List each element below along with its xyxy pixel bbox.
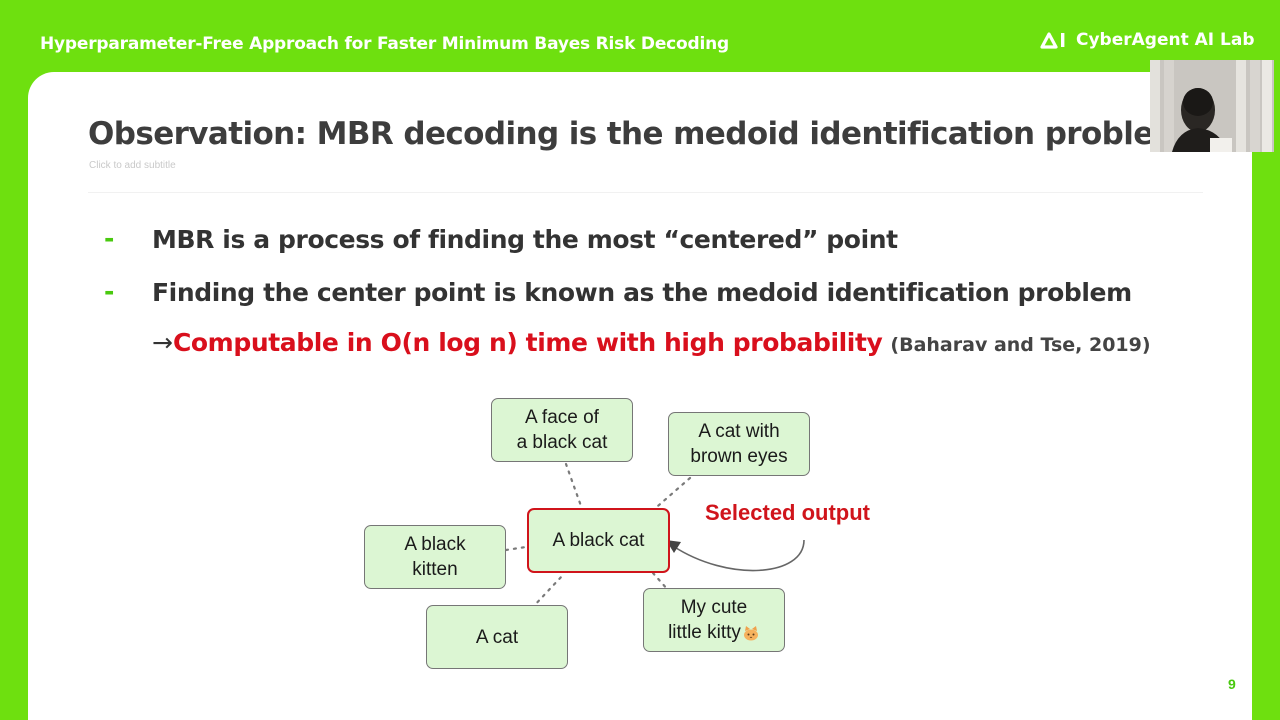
right-arrow-icon: →: [152, 328, 173, 357]
cyberagent-ai-logo-icon: [1040, 31, 1070, 49]
slide-title[interactable]: Observation: MBR decoding is the medoid …: [88, 116, 1186, 152]
node-text: A cat: [475, 626, 519, 648]
complexity-highlight-line: →Computable in O(n log n) time with high…: [152, 328, 1151, 357]
node-text: brown eyes: [690, 446, 788, 467]
cat-emoji-icon: [743, 625, 758, 641]
speaker-webcam-video: [1150, 60, 1274, 152]
bullet-text: Finding the center point is known as the…: [152, 278, 1132, 307]
complexity-statement: Computable in O(n log n) time with high …: [172, 328, 883, 357]
connector-kitten: [504, 545, 528, 552]
slide-canvas: Observation: MBR decoding is the medoid …: [28, 72, 1252, 720]
medoid-diagram-connectors: [504, 462, 805, 610]
node-text: kitten: [412, 559, 458, 580]
logo-text: CyberAgent AI Lab: [1076, 30, 1255, 50]
candidate-node-a-cat: A cat: [426, 605, 568, 669]
speaker-silhouette: [1172, 88, 1232, 152]
node-text: A black: [404, 534, 466, 555]
connector-face: [564, 462, 583, 508]
node-text: A black cat: [552, 530, 645, 551]
node-text: My cute: [680, 597, 748, 618]
node-text: A face of: [525, 407, 599, 428]
title-divider: [88, 192, 1203, 193]
node-text: a black cat: [516, 432, 608, 453]
page-number: 9: [1228, 676, 1236, 692]
connector-a-cat: [530, 573, 565, 610]
presentation-title: Hyperparameter-Free Approach for Faster …: [40, 34, 729, 54]
selected-node-black-cat: A black cat: [527, 508, 670, 573]
selected-arrow: [672, 539, 805, 572]
subtitle-placeholder[interactable]: Click to add subtitle: [89, 160, 176, 171]
bullet-marker: -: [104, 277, 115, 306]
connector-brown-eyes: [649, 476, 692, 514]
selected-output-label: Selected output: [705, 500, 871, 525]
node-text: little kitty: [668, 622, 741, 643]
candidate-node-brown-eyes: A cat with brown eyes: [668, 412, 810, 476]
bullet-text: MBR is a process of finding the most “ce…: [152, 225, 898, 254]
citation: (Baharav and Tse, 2019): [890, 334, 1151, 356]
candidate-node-kitten: A black kitten: [364, 525, 506, 589]
candidate-node-face: A face of a black cat: [491, 398, 633, 462]
candidate-node-kitty: My cute little kitty: [643, 588, 785, 652]
bullet-marker: -: [104, 224, 115, 253]
cyberagent-logo: CyberAgent AI Lab: [1040, 30, 1255, 50]
node-text: A cat with: [698, 421, 780, 442]
